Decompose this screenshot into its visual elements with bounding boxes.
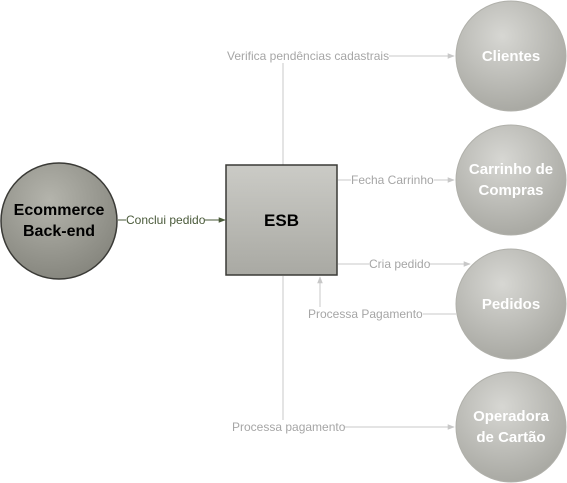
node-clientes: [455, 0, 567, 112]
node-label-ecommerce: Ecommerce Back-end: [13, 202, 105, 240]
node-pedidos: [455, 248, 567, 360]
node-label-pedidos: Pedidos: [481, 295, 541, 313]
edge-label-processa-pagamento-operadora: Processa pagamento: [232, 420, 346, 434]
node-label-carrinho: Carrinho de Compras: [468, 161, 554, 199]
edge-label-fecha-carrinho: Fecha Carrinho: [351, 173, 434, 187]
node-ecommerce-backend: [0, 162, 118, 280]
node-label-clientes: Clientes: [481, 47, 541, 65]
edge-label-verifica-pendencias: Verifica pendências cadastrais: [227, 49, 390, 63]
node-label-esb: ESB: [264, 210, 299, 230]
node-esb: [225, 164, 338, 276]
edge-label-cria-pedido: Cria pedido: [369, 257, 431, 271]
node-label-operadora: Operadora de Cartão: [473, 408, 549, 446]
edge-label-conclui-pedido: Conclui pedido: [126, 213, 206, 227]
node-operadora-de-cartao: [455, 371, 567, 483]
node-carrinho-de-compras: [455, 124, 567, 236]
edge-label-processa-pagamento-pedidos: Processa Pagamento: [308, 307, 423, 321]
